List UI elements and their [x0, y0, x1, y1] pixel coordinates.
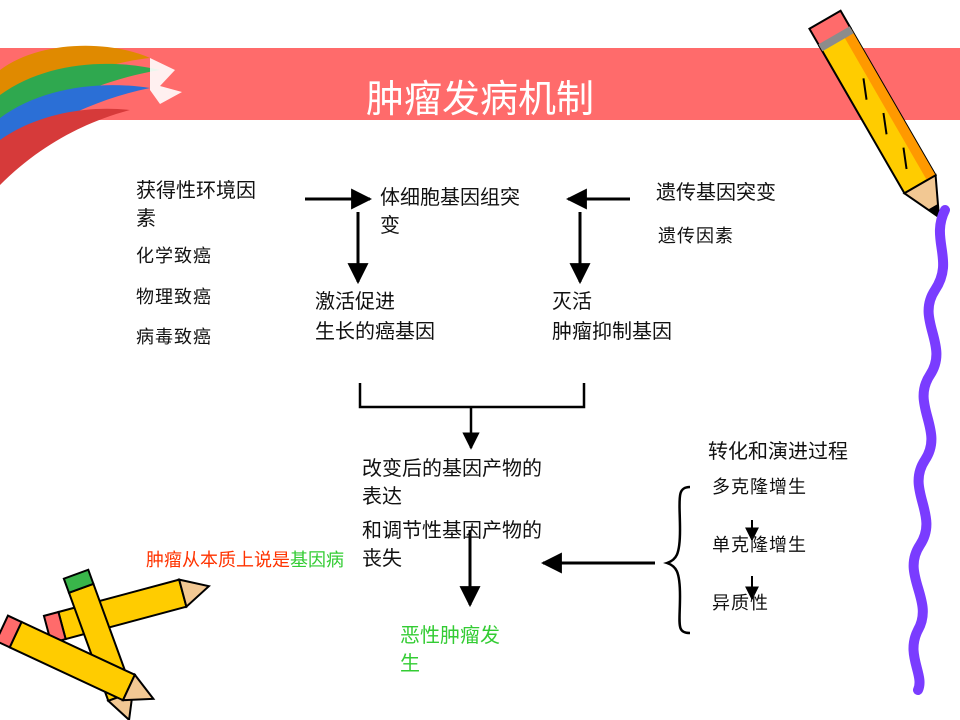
malignant-tumor-line1: 恶性肿瘤发: [400, 623, 500, 647]
physical-carcinogenesis: 物理致癌: [136, 287, 212, 308]
pencil-top-right-icon: [808, 9, 941, 220]
heterogeneity: 异质性: [712, 593, 769, 614]
hereditary-factors: 遗传因素: [658, 226, 734, 247]
gene-product-line3: 和调节性基因产物的: [362, 518, 542, 542]
progression-heading: 转化和演进过程: [708, 439, 848, 463]
merge-bracket: [358, 383, 586, 409]
chemical-carcinogenesis: 化学致癌: [136, 246, 212, 267]
somatic-mutation-line2: 变: [380, 213, 400, 237]
somatic-mutation-line1: 体细胞基因组突: [380, 185, 520, 209]
monoclonal-proliferation: 单克隆增生: [712, 535, 807, 556]
activate-oncogene-line2: 生长的癌基因: [315, 319, 435, 343]
hereditary-mutation-heading: 遗传基因突变: [656, 180, 776, 204]
activate-oncogene-line1: 激活促进: [315, 289, 395, 313]
pencils-bottom-left-icon: [0, 568, 211, 720]
viral-carcinogenesis: 病毒致癌: [136, 327, 212, 348]
environment-heading-line2: 素: [136, 206, 156, 230]
gene-product-line4: 丧失: [362, 546, 402, 570]
genetic-disease-note: 肿瘤从本质上说是基因病: [146, 549, 344, 573]
gene-product-line2: 表达: [362, 484, 402, 508]
malignant-tumor-line2: 生: [400, 651, 420, 675]
inactivate-suppressor-line1: 灭活: [552, 289, 592, 313]
polyclonal-proliferation: 多克隆增生: [712, 477, 807, 498]
environment-heading-line1: 获得性环境因: [136, 178, 256, 202]
swoosh-decoration: [0, 45, 182, 185]
purple-squiggle-decoration: [908, 205, 950, 695]
note-green-text: 基因病: [290, 550, 344, 571]
gene-product-line1: 改变后的基因产物的: [362, 456, 542, 480]
note-red-text: 肿瘤从本质上说是: [146, 550, 290, 571]
progression-brace: [663, 485, 691, 635]
slide-title: 肿瘤发病机制: [365, 77, 594, 121]
inactivate-suppressor-line2: 肿瘤抑制基因: [552, 319, 672, 343]
